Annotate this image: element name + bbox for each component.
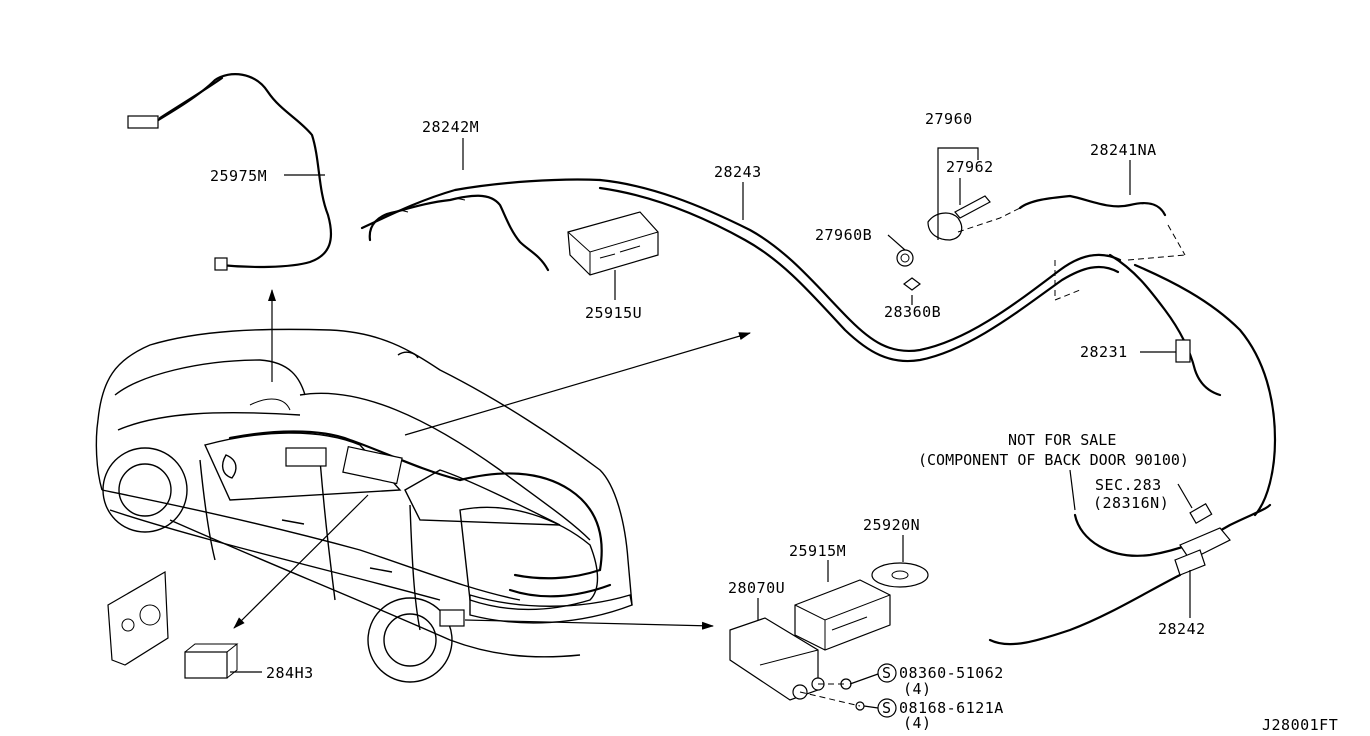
module-25915U — [567, 211, 659, 276]
label-sec283-sub: (28316N) — [1093, 494, 1169, 512]
label-leaders — [230, 138, 1193, 709]
module-25915M-group — [729, 562, 929, 711]
label-25915M: 25915M — [789, 542, 846, 560]
harness-25975M — [127, 73, 333, 271]
arrow-icon — [404, 332, 751, 436]
label-28242: 28242 — [1158, 620, 1206, 638]
note-component: (COMPONENT OF BACK DOOR 90100) — [918, 451, 1189, 469]
label-27960B: 27960B — [815, 226, 872, 244]
label-25920N: 25920N — [863, 516, 920, 534]
harness-28242M-28243 — [360, 178, 1122, 363]
screw-symbol-icon — [877, 698, 897, 718]
label-25975M: 25975M — [210, 167, 267, 185]
label-28360B: 28360B — [884, 303, 941, 321]
harness-28241NA — [1054, 224, 1277, 525]
antenna-27960 — [896, 194, 1167, 291]
arrow-icon — [464, 619, 714, 630]
label-28242M: 28242M — [422, 118, 479, 136]
label-25915U: 25915U — [585, 304, 642, 322]
label-sec283: SEC.283 — [1095, 476, 1162, 494]
module-284H3-group — [107, 570, 239, 679]
part-labels: 25975M 28242M 28243 25915U 27960 27962 2… — [210, 110, 1338, 734]
label-bolt-08360: 08360-51062 — [899, 664, 1004, 682]
vehicle-illustration — [95, 328, 633, 683]
label-28070U: 28070U — [728, 579, 785, 597]
label-284H3: 284H3 — [266, 664, 314, 682]
harness-28242 — [988, 503, 1272, 646]
label-bolt-08360-qty: (4) — [903, 680, 932, 698]
diagram-code: J28001FT — [1262, 716, 1338, 734]
label-28243: 28243 — [714, 163, 762, 181]
label-bolt-08168-qty: (4) — [903, 714, 932, 732]
screw-symbol-2: S — [882, 699, 892, 717]
screw-symbol-icon — [877, 663, 897, 683]
leader-arrows — [233, 289, 751, 630]
label-28231: 28231 — [1080, 343, 1128, 361]
arrow-icon — [233, 494, 369, 629]
screw-symbols: S S — [877, 663, 897, 718]
label-bolt-08168: 08168-6121A — [899, 699, 1004, 717]
screw-symbol-1: S — [882, 664, 892, 682]
label-28241NA: 28241NA — [1090, 141, 1157, 159]
label-27960: 27960 — [925, 110, 973, 128]
label-27962: 27962 — [946, 158, 994, 176]
note-not-for-sale: NOT FOR SALE — [1008, 431, 1116, 449]
